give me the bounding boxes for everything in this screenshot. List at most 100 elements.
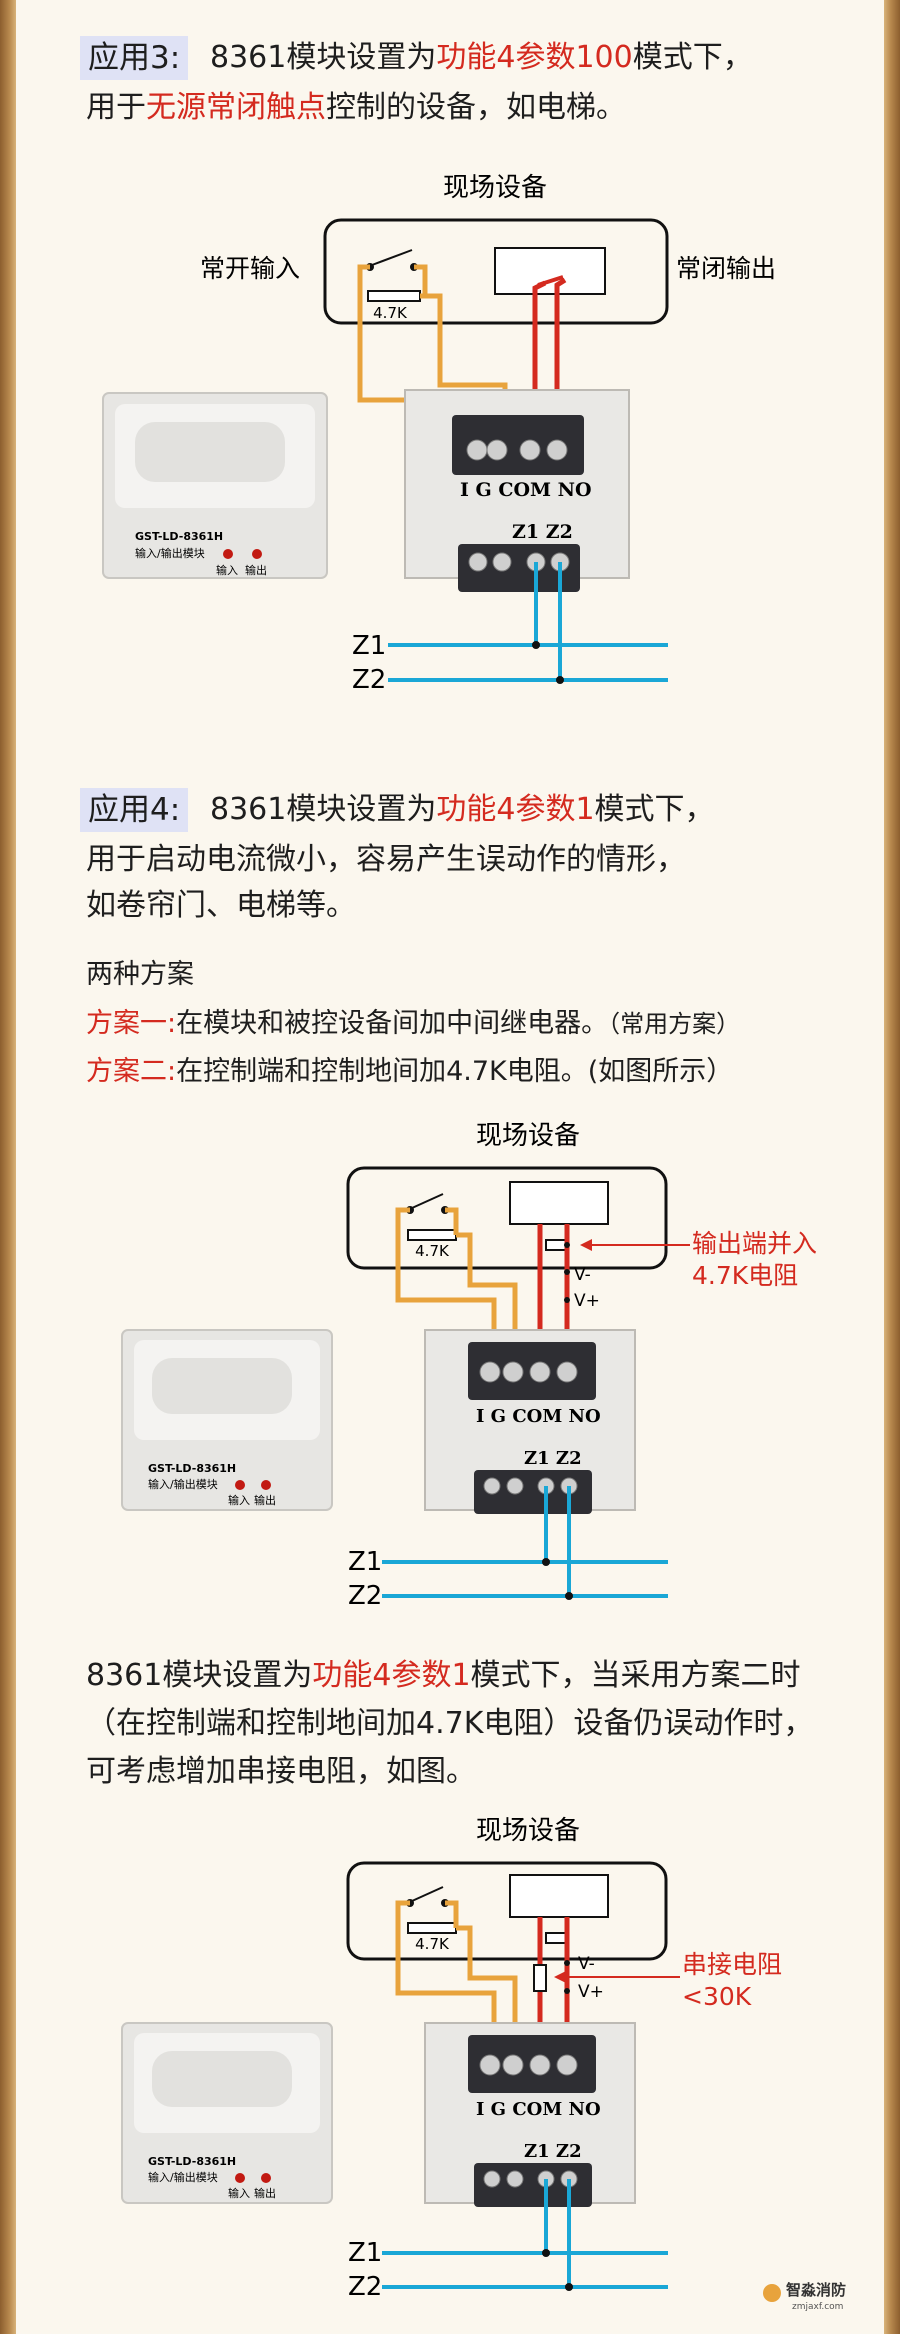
- d3-terminal-labels: I G COM NO: [476, 2099, 601, 2120]
- diagram-3: 现场设备 4.7K V- V+ 串接电阻 <30K I G COM NO Z1 …: [121, 1816, 846, 2312]
- d2-resistor-label: 4.7K: [415, 1242, 450, 1260]
- d2-switch-blade: [411, 1193, 444, 1209]
- d1-module-model: GST-LD-8361H: [135, 530, 223, 543]
- d1-terminal-screws-top: [466, 439, 568, 461]
- watermark-logo: 智淼消防 zmjaxf.com: [763, 2281, 846, 2312]
- d3-v-plus: V+: [578, 1982, 604, 2002]
- d1-bus-node-z2: [556, 676, 564, 684]
- d1-switch-blade: [371, 249, 413, 266]
- app5-line1-c: 模式下，当采用方案二时: [470, 1658, 801, 1693]
- diagram-2: 现场设备 4.7K V- V+ 输出端并入 4.7K电阻 I G COM NO …: [121, 1121, 817, 1611]
- plan2-text: 在控制端和控制地间加4.7K电阻。(如图所示）: [176, 1056, 734, 1087]
- d3-bus-node-z2: [565, 2283, 573, 2291]
- d2-output-box: [509, 1181, 609, 1225]
- d1-terminal-block-bottom: [458, 544, 580, 592]
- d1-left-label: 常开输入: [200, 254, 300, 283]
- d1-module-photo: GST-LD-8361H 输入/输出模块 输入 输出: [102, 392, 328, 579]
- d2-bus-node-z2: [565, 1592, 573, 1600]
- app3-line2-a: 用于: [86, 90, 146, 125]
- d3-resistor-label: 4.7K: [415, 1935, 450, 1953]
- app3-line1: 8361模块设置为功能4参数100模式下，: [210, 36, 753, 80]
- d1-resistor-label: 4.7K: [373, 304, 408, 322]
- d2-led-in: 输入: [228, 1493, 250, 1507]
- d3-module-name: 输入/输出模块: [148, 2170, 218, 2184]
- d1-bus-lines: [388, 562, 668, 682]
- d3-note-line2: <30K: [682, 1982, 752, 2011]
- d2-v-minus-dot: [564, 1269, 570, 1275]
- app4-line1-a: 8361模块设置为: [210, 792, 437, 827]
- d1-field-title: 现场设备: [443, 173, 547, 203]
- d2-terminal-labels: I G COM NO: [476, 1406, 601, 1427]
- d2-v-minus: V-: [574, 1265, 591, 1285]
- d1-terminal-labels: I G COM NO: [460, 479, 592, 501]
- d2-module-photo: GST-LD-8361H 输入/输出模块 输入 输出: [121, 1329, 333, 1511]
- app4-line3: 如卷帘门、电梯等。: [86, 888, 356, 923]
- d3-switch-blade: [411, 1886, 444, 1902]
- d3-module-model: GST-LD-8361H: [148, 2155, 236, 2168]
- d2-bus-z2-label: Z2: [348, 1581, 382, 1611]
- d3-terminal-screws-top: [479, 2054, 578, 2076]
- plan2-label: 方案二:: [86, 1056, 177, 1087]
- d3-resistor: [407, 1922, 457, 1934]
- d3-note-arrowhead: [554, 1971, 566, 1983]
- d3-bus-z1-label: Z1: [348, 2238, 382, 2268]
- d1-bus-terminal-labels: Z1 Z2: [512, 521, 573, 543]
- app3-line1-highlight: 功能4参数100: [436, 40, 633, 75]
- d1-bus-z1-label: Z1: [352, 631, 386, 661]
- d3-bus-lines: [382, 2179, 668, 2289]
- d3-orange-wires: [395, 1900, 518, 2043]
- d2-module-model: GST-LD-8361H: [148, 1462, 236, 1475]
- app5-line1: 8361模块设置为功能4参数1模式下，当采用方案二时: [86, 1654, 801, 1698]
- plan1: 方案一:在模块和被控设备间加中间继电器。（常用方案）: [86, 1002, 740, 1046]
- d3-module-photo: GST-LD-8361H 输入/输出模块 输入 输出: [121, 2022, 333, 2204]
- two-plans-title: 两种方案: [86, 959, 194, 990]
- d3-v-plus-dot: [564, 1988, 570, 1994]
- d2-field-title: 现场设备: [476, 1121, 580, 1151]
- d1-right-label: 常闭输出: [676, 254, 776, 283]
- d2-orange-wires: [395, 1207, 518, 1350]
- d3-series-resistor: [533, 1964, 547, 1992]
- plan1-note: （常用方案）: [608, 1010, 741, 1038]
- left-frame: [0, 0, 16, 2334]
- d3-terminal-screws-bottom: [483, 2170, 578, 2188]
- d3-field-device-box: [346, 1861, 668, 1961]
- d1-bus-node-z1: [532, 641, 540, 649]
- app3-line1-c: 模式下，: [632, 40, 753, 75]
- plan2: 方案二:在控制端和控制地间加4.7K电阻。(如图所示）: [86, 1050, 733, 1094]
- plan1-label: 方案一:: [86, 1008, 177, 1039]
- d2-v-plus: V+: [574, 1291, 600, 1311]
- d2-bus-lines: [382, 1486, 668, 1598]
- d3-bus-node-z1: [542, 2249, 550, 2257]
- d1-nc-contact: [537, 275, 564, 287]
- app4-line1-highlight: 功能4参数1: [436, 792, 595, 827]
- d3-led-out: 输出: [254, 2186, 276, 2200]
- d2-led-out: 输出: [254, 1493, 276, 1507]
- d1-bus-z2-label: Z2: [352, 665, 386, 695]
- d2-module-name: 输入/输出模块: [148, 1477, 218, 1491]
- app4-line1-c: 模式下，: [594, 792, 715, 827]
- d2-node: [564, 1242, 570, 1248]
- d3-output-box: [509, 1874, 609, 1918]
- d2-note-line1: 输出端并入: [692, 1229, 817, 1258]
- app3-line2-c: 控制的设备，如电梯。: [326, 90, 626, 125]
- d1-field-device-box: [323, 218, 669, 325]
- d3-note-line1: 串接电阻: [682, 1950, 782, 1979]
- plan1-text: 在模块和被控设备间加中间继电器。: [176, 1008, 609, 1039]
- d1-terminal-block-top: [452, 415, 584, 475]
- d1-output-relay-box: [494, 247, 606, 295]
- d2-note-line2: 4.7K电阻: [692, 1261, 798, 1290]
- d2-v-plus-dot: [564, 1297, 570, 1303]
- d2-terminal-screws-top: [479, 1361, 578, 1383]
- d1-led-out: 输出: [245, 563, 267, 577]
- d2-resistor: [407, 1229, 457, 1241]
- d2-bus-terminal-labels: Z1 Z2: [524, 1448, 582, 1469]
- d3-v-minus: V-: [578, 1954, 595, 1974]
- d3-led-in: 输入: [228, 2186, 250, 2200]
- d2-bus-node-z1: [542, 1558, 550, 1566]
- app5-line2: （在控制端和控制地间加4.7K电阻）设备仍误动作时，: [86, 1706, 814, 1741]
- app3-line2-highlight: 无源常闭触点: [146, 90, 326, 125]
- d2-note-arrowhead: [580, 1239, 592, 1251]
- d2-bus-z1-label: Z1: [348, 1547, 382, 1577]
- app5-line1-highlight: 功能4参数1: [312, 1658, 471, 1693]
- app5-line3: 可考虑增加串接电阻，如图。: [86, 1754, 476, 1789]
